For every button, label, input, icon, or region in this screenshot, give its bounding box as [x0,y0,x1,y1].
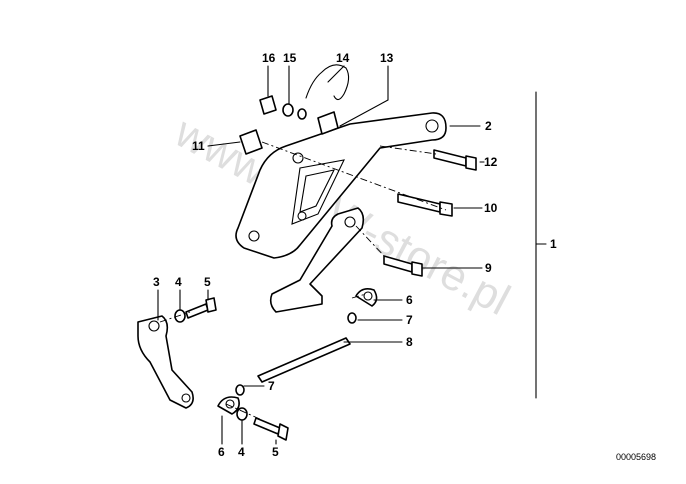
callout-5-upper: 5 [204,275,211,289]
bolt-5-top [185,297,217,319]
callout-7-lower: 7 [268,379,275,393]
rubber-bush-13 [317,111,339,135]
callout-6-lower: 6 [218,445,225,459]
leader-lines [157,65,547,445]
bush-11 [239,129,263,155]
circlip-upper [347,312,357,324]
callout-14: 14 [336,51,350,65]
ball-joint-upper [355,288,378,307]
spring-clip [305,64,350,101]
assembly-axis [379,145,437,155]
callout-16: 16 [262,51,276,65]
callout-4-lower: 4 [238,445,245,459]
assembly-axis [159,311,191,323]
callout-6-upper: 6 [406,293,413,307]
washer-4-top [174,309,186,323]
callout-12: 12 [484,155,498,169]
callout-5-lower: 5 [272,445,279,459]
bolt-9 [383,255,423,277]
gearbox-shift-arm [137,315,194,409]
bolt-5-bottom [253,417,289,441]
linkage-rod [257,337,351,383]
bracket-plate [235,112,447,259]
assembly-axis [261,141,447,211]
gear-shift-lever [269,207,365,313]
callout-7-upper: 7 [406,313,413,327]
callout-9: 9 [485,261,492,275]
assembly-axis [355,225,387,259]
callout-10: 10 [484,201,498,215]
callout-2: 2 [485,119,492,133]
bush-16 [259,95,277,115]
assembly-axis [225,403,263,421]
circlip-lower [235,384,245,396]
washer-4-bottom [236,407,248,421]
callout-8: 8 [406,335,413,349]
callout-15: 15 [283,51,297,65]
washer-small [297,108,307,120]
callout-11: 11 [192,139,205,153]
assembly-axis [351,293,367,299]
washer-15 [282,103,294,117]
image-code: 00005698 [616,452,656,462]
callout-1: 1 [550,237,557,251]
callout-3: 3 [153,275,160,289]
callout-13: 13 [380,51,394,65]
bolt-10 [397,193,453,217]
bolt-12 [433,149,477,171]
callout-4-upper: 4 [175,275,182,289]
